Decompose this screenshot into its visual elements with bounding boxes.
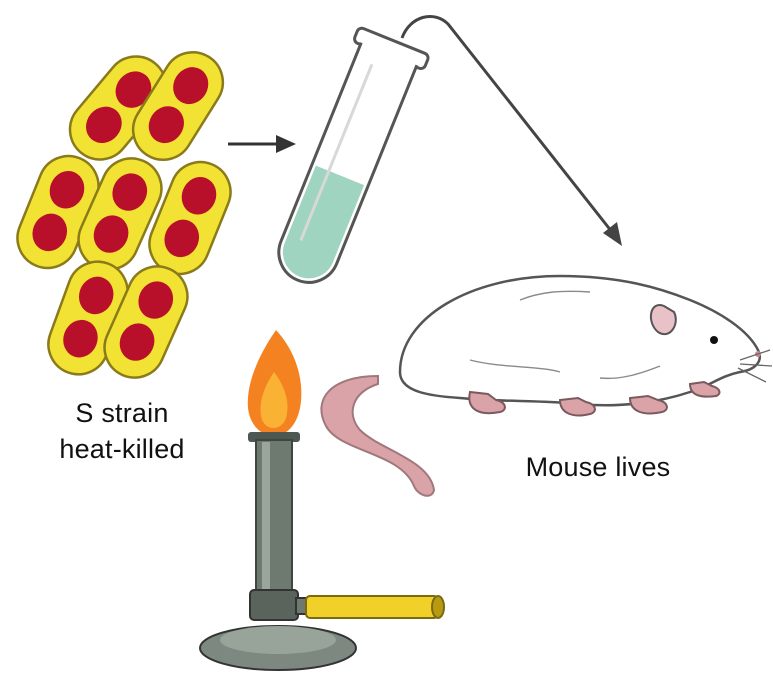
- arrow-to-mouse: [402, 16, 622, 246]
- arrow-to-tube: [228, 135, 296, 153]
- strain-label-line2: heat-killed: [30, 432, 214, 466]
- strain-label-line1: S strain: [38, 396, 206, 430]
- bacteria-cluster-icon: [8, 41, 239, 387]
- outcome-label: Mouse lives: [478, 450, 718, 484]
- test-tube-icon: [262, 27, 429, 295]
